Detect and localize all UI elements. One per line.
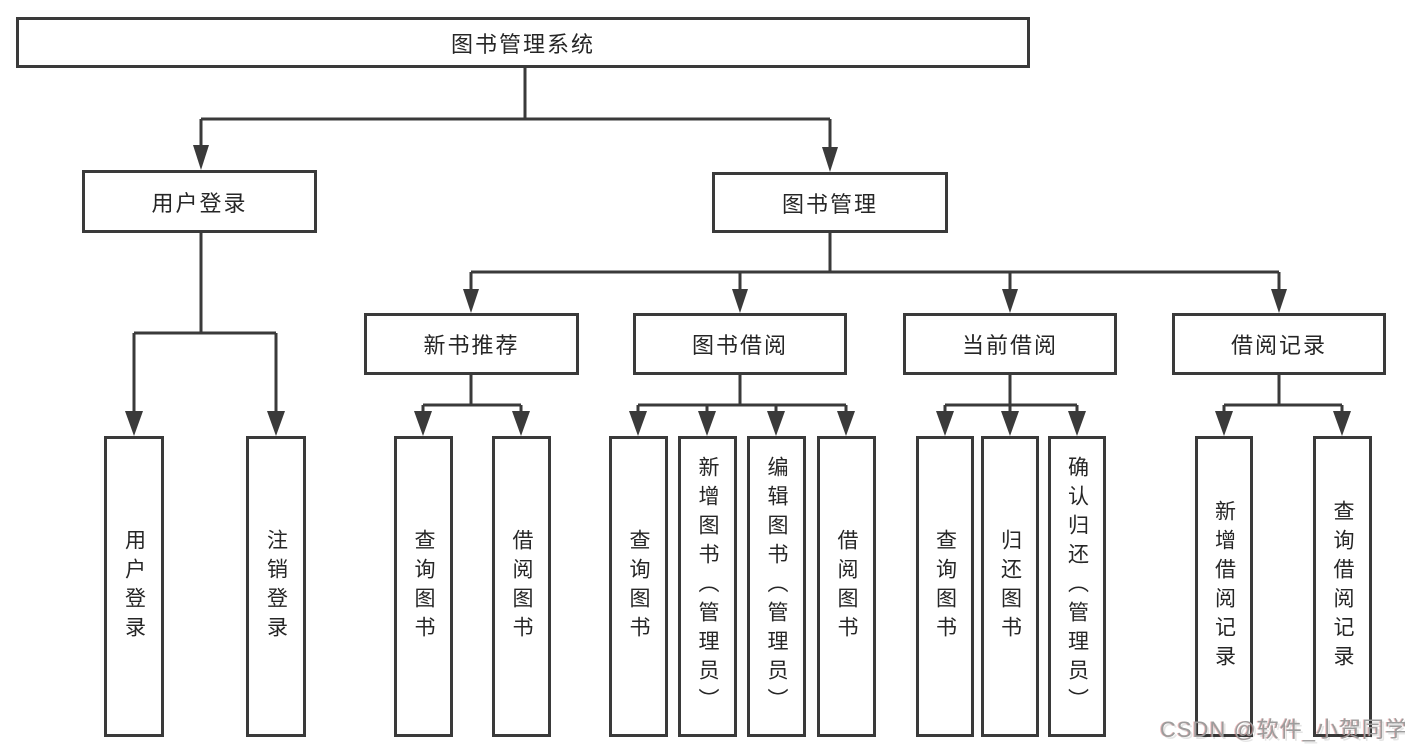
leaf-query-borrow-record: 查询借阅记录 (1313, 436, 1372, 737)
leaf-label: 查询图书 (933, 528, 957, 645)
connector-root-to-level2 (199, 68, 832, 150)
leaf-query-books: 查询图书 (916, 436, 974, 737)
arrowheads (125, 145, 1351, 436)
leaf-user-login: 用户登录 (104, 436, 164, 737)
node-borrowing-records: 借阅记录 (1172, 313, 1386, 375)
leaf-label: 查询借阅记录 (1331, 499, 1354, 674)
leaf-borrow-books: 借阅图书 (492, 436, 551, 737)
node-book-management: 图书管理 (712, 172, 948, 233)
leaf-label: 借阅图书 (835, 528, 858, 645)
node-library-management-system: 图书管理系统 (16, 17, 1030, 68)
leaf-label: 查询图书 (627, 528, 650, 645)
leaf-label: 借阅图书 (510, 528, 533, 645)
node-label: 用户登录 (151, 190, 248, 216)
leaf-borrow-books: 借阅图书 (817, 436, 876, 737)
leaf-label: 确认归还（管理员） (1065, 456, 1089, 717)
leaf-label: 编辑图书（管理员） (765, 456, 788, 717)
node-current-borrowing: 当前借阅 (903, 313, 1117, 375)
leaf-edit-books-admin: 编辑图书（管理员） (747, 436, 806, 737)
connector-userlogin-to-leaves (132, 233, 278, 414)
leaf-label: 注销登录 (264, 528, 288, 645)
node-label: 借阅记录 (1230, 333, 1327, 358)
connector-bookborrow-to-leaves (636, 375, 848, 414)
node-book-borrowing: 图书借阅 (633, 313, 847, 375)
leaf-label: 归还图书 (998, 528, 1022, 645)
leaf-confirm-return-admin: 确认归还（管理员） (1048, 436, 1106, 737)
connector-records-to-leaves (1222, 375, 1344, 414)
connector-newbook-to-leaves (421, 375, 523, 414)
node-label: 新书推荐 (423, 333, 520, 358)
leaf-query-books: 查询图书 (394, 436, 453, 737)
leaf-label: 新增图书（管理员） (696, 456, 719, 717)
leaf-return-books: 归还图书 (981, 436, 1039, 737)
leaf-add-borrow-record: 新增借阅记录 (1195, 436, 1253, 737)
leaf-query-books: 查询图书 (609, 436, 668, 737)
csdn-watermark: CSDN @软件_小贺同学 (1160, 717, 1405, 742)
connector-bookmgmt-to-level3 (469, 233, 1281, 291)
node-label: 当前借阅 (961, 333, 1058, 358)
node-label: 图书借阅 (691, 333, 788, 358)
leaf-add-books-admin: 新增图书（管理员） (678, 436, 737, 737)
node-label: 图书管理系统 (450, 31, 595, 57)
node-label: 图书管理 (781, 191, 878, 217)
leaf-logout: 注销登录 (246, 436, 306, 737)
leaf-label: 新增借阅记录 (1212, 499, 1236, 674)
node-new-book-recommend: 新书推荐 (364, 313, 579, 375)
node-user-login: 用户登录 (82, 170, 317, 233)
connector-currentborrow-to-leaves (943, 375, 1079, 414)
leaf-label: 用户登录 (122, 528, 146, 645)
leaf-label: 查询图书 (412, 528, 435, 645)
